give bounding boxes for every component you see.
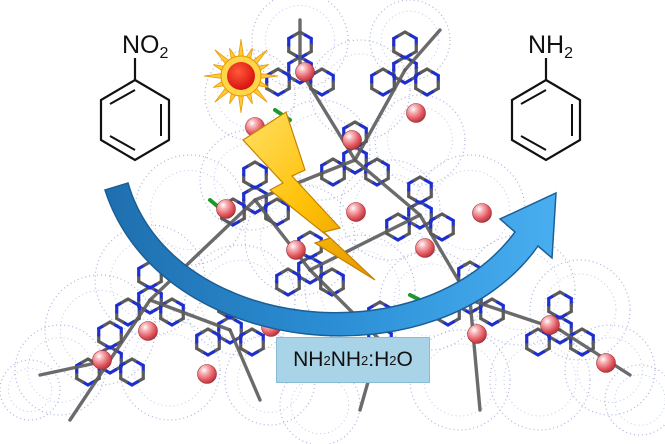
density-cloud [529,259,631,361]
benzene-ring-icon [510,58,582,162]
metal-sphere [92,350,112,370]
metal-sphere [286,240,306,260]
reagent-sub-2: 2 [361,352,369,368]
density-cloud-inner [27,337,93,403]
curved-arrow-icon [104,182,557,337]
metal-sphere [467,324,487,344]
density-cloud-inner [543,273,617,347]
density-cloud-inner [577,337,643,403]
amino-group-subscript: 2 [564,45,574,62]
sun-icon [203,38,279,114]
metal-sphere [406,103,426,123]
nitro-group-main: NO [122,31,160,59]
metal-sphere [216,199,236,219]
density-cloud [339,159,441,261]
metal-sphere [295,62,315,82]
density-cloud-inner [7,367,53,413]
metal-sphere [342,130,362,150]
density-cloud [564,324,656,416]
reagent-part-1: NH [293,348,324,371]
density-cloud [184,244,296,356]
metal-sphere [596,353,616,373]
amino-group-label: NH2 [528,33,573,62]
amino-group-main: NH [528,31,565,59]
density-cloud-inner [264,4,336,76]
density-cloud-inner [290,375,350,435]
nitro-group-label: NO2 [122,33,168,62]
nitro-group-subscript: 2 [159,45,169,62]
metal-sphere [540,315,560,335]
density-cloud [304,234,416,346]
reagent-part-2: NH [330,348,362,371]
density-cloud-inner [323,53,397,127]
reagent-sub-1: 2 [323,352,331,368]
density-cloud [199,129,301,231]
density-cloud-inner [423,343,497,417]
density-cloud [251,0,349,89]
lightning-icon [242,111,376,281]
reagent-sub-3: 2 [389,352,397,368]
reagent-part-3: :H [368,348,390,371]
reagent-part-4: O [396,348,413,371]
metal-sphere [197,364,217,384]
density-cloud [374,94,466,186]
density-cloud [204,49,296,141]
density-cloud-inner [380,10,440,70]
density-cloud [309,39,411,141]
density-cloud [604,364,665,436]
density-cloud [0,359,61,421]
metal-sphere [346,202,366,222]
density-cloud [244,184,356,296]
density-cloud [489,329,591,431]
metal-sphere [415,238,435,258]
density-cloud-inner [429,169,511,251]
density-cloud-inner [503,343,577,417]
density-cloud [369,0,451,81]
metal-sphere [138,321,158,341]
metal-sphere [472,203,492,223]
benzene-ring-icon [99,58,171,162]
density-cloud-inner [259,199,341,281]
